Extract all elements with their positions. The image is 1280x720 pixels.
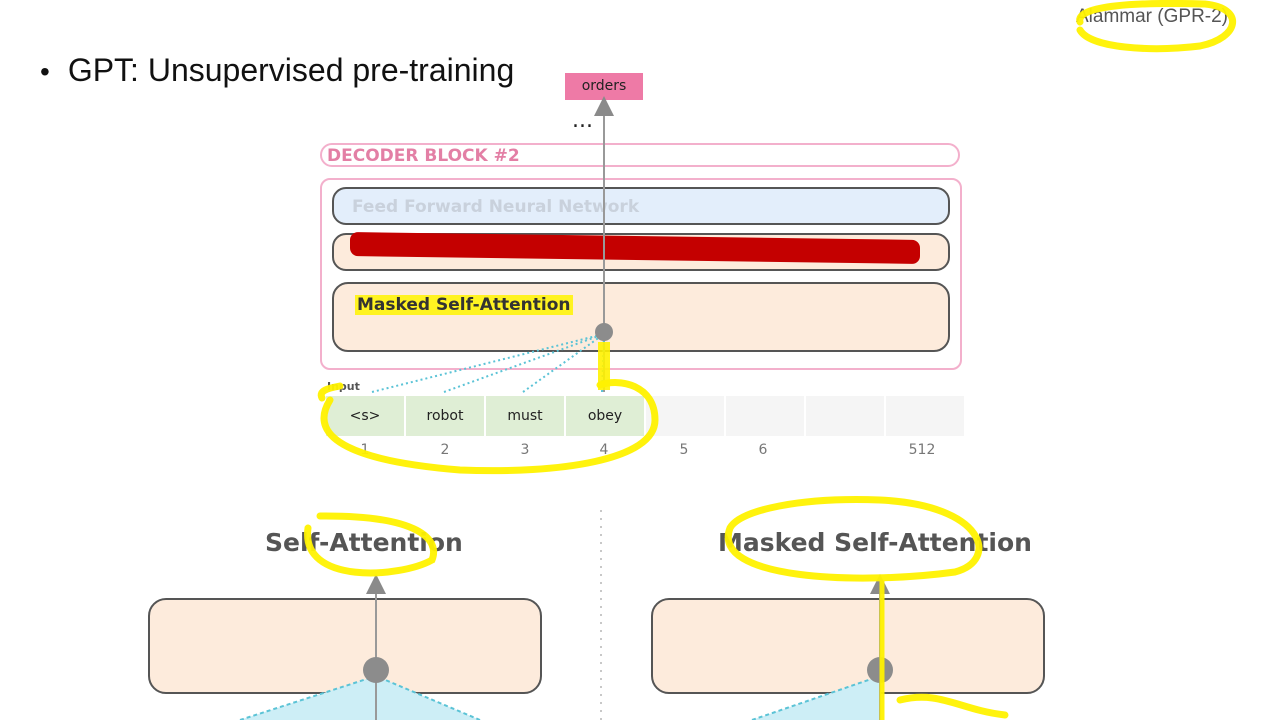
ellipsis: ... — [572, 108, 593, 133]
token-cell-empty — [806, 396, 884, 436]
token-row: <s> robot must obey — [326, 396, 964, 436]
position-label: 4 — [599, 442, 609, 458]
masked-self-attention-label: Masked Self-Attention — [355, 295, 573, 315]
token-cell: robot — [406, 396, 484, 436]
decoder-block-header — [320, 143, 960, 167]
decoder-block-label: DECODER BLOCK #2 — [327, 146, 520, 166]
position-label: 3 — [520, 442, 530, 458]
ffnn-label: Feed Forward Neural Network — [352, 197, 640, 217]
input-label: Input — [327, 380, 360, 393]
position-label: 6 — [758, 442, 768, 458]
self-attention-title: Self-Attention — [265, 528, 463, 557]
position-label: 1 — [360, 442, 370, 458]
masked-self-attention-title: Masked Self-Attention — [718, 528, 1032, 557]
slide-bullet: • GPT: Unsupervised pre-training — [40, 52, 514, 89]
bullet-text: GPT: Unsupervised pre-training — [67, 52, 515, 88]
token-cell-empty — [646, 396, 724, 436]
credit-text: Alammar (GPR-2) — [1076, 6, 1229, 27]
ffnn-layer — [332, 187, 950, 225]
masked-self-attention-box — [651, 598, 1045, 694]
bullet-dot-icon: • — [40, 56, 50, 87]
position-label: 512 — [908, 442, 936, 458]
token-cell-empty — [886, 396, 964, 436]
token-cell: obey — [566, 396, 644, 436]
self-attention-box — [148, 598, 542, 694]
output-token: orders — [565, 73, 643, 100]
token-cell-empty — [726, 396, 804, 436]
decoder-block-body — [320, 178, 962, 370]
token-cell: <s> — [326, 396, 404, 436]
position-label: 5 — [679, 442, 689, 458]
token-cell: must — [486, 396, 564, 436]
position-label: 2 — [440, 442, 450, 458]
masked-self-attention-layer — [332, 282, 950, 352]
